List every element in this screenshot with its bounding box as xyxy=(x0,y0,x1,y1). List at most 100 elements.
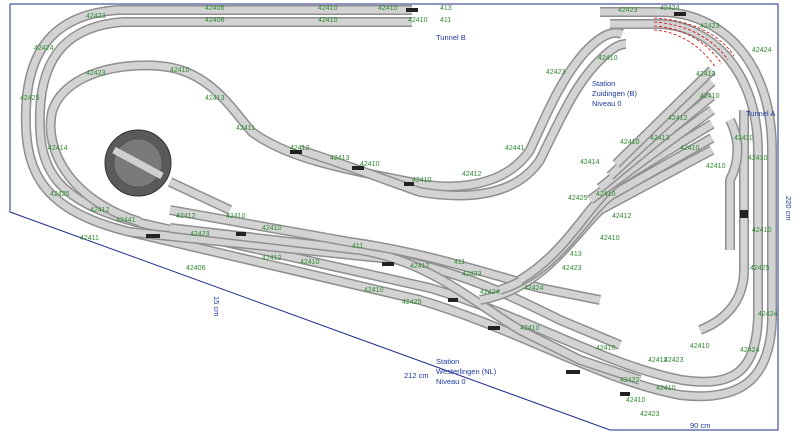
track-right-vertical xyxy=(698,110,749,335)
tunnel-a-arcs xyxy=(653,17,735,69)
piece-code: 411 xyxy=(352,243,363,250)
piece-code: 42410 xyxy=(170,67,190,74)
piece-code: 42410 xyxy=(318,17,338,24)
piece-code: 42413 xyxy=(650,135,670,142)
piece-code: 42424 xyxy=(660,5,680,12)
piece-code: 42410 xyxy=(596,345,616,352)
piece-code: 42410 xyxy=(600,235,620,242)
piece-code: 42425 xyxy=(568,195,588,202)
dimension-212: 212 cm xyxy=(404,371,429,380)
dimension-220: 220 cm xyxy=(784,196,793,221)
track-station-zuidingen xyxy=(479,66,716,305)
piece-code: 42410 xyxy=(262,225,282,232)
station-zuidingen-line1: Station xyxy=(592,79,615,88)
piece-code: 42425 xyxy=(402,299,422,306)
piece-code: 42423 xyxy=(190,231,210,238)
piece-code: 42410 xyxy=(752,227,772,234)
piece-code: 42410 xyxy=(364,287,384,294)
piece-code: 42410 xyxy=(598,55,618,62)
piece-code: 42406 xyxy=(186,265,206,272)
piece-code: 42411 xyxy=(648,357,667,364)
dimension-labels: 212 cm 15 cm 90 cm 220 cm xyxy=(212,196,793,430)
piece-code: 42423 xyxy=(664,357,684,364)
dimension-15: 15 cm xyxy=(212,296,221,316)
board-outline xyxy=(9,3,779,431)
piece-code: 42423 xyxy=(700,23,720,30)
station-zuidingen-line3: Niveau 0 xyxy=(592,99,622,108)
piece-code: 411 xyxy=(454,259,465,266)
tunnel-a-label: Tunnel A xyxy=(746,109,775,118)
piece-code: 42410 xyxy=(700,93,720,100)
piece-code: 42441 xyxy=(116,217,136,224)
piece-code: 411 xyxy=(440,17,451,24)
piece-code: 42406 xyxy=(205,17,225,24)
station-westerlingen-line1: Station xyxy=(436,357,459,366)
piece-code: 42423 xyxy=(86,13,106,20)
piece-code: 42441 xyxy=(505,145,525,152)
piece-code: 42410 xyxy=(690,343,710,350)
piece-code: 42410 xyxy=(620,139,640,146)
piece-code: 42412 xyxy=(612,213,632,220)
piece-code: 42410 xyxy=(734,135,754,142)
piece-code: 42423 xyxy=(462,271,482,278)
piece-code: 42410 xyxy=(226,213,246,220)
switch-markers xyxy=(146,8,748,396)
piece-code: 42410 xyxy=(748,155,768,162)
piece-code: 42412 xyxy=(290,145,310,152)
piece-code: 42423 xyxy=(562,265,582,272)
piece-code: 42412 xyxy=(176,213,196,220)
piece-code: 42412 xyxy=(462,171,482,178)
track-inner-loop xyxy=(45,27,627,227)
piece-code: 42423 xyxy=(618,7,638,14)
piece-code: 42412 xyxy=(90,207,110,214)
piece-code: 42413 xyxy=(205,95,225,102)
piece-code: 42424 xyxy=(758,311,778,318)
dimension-90: 90 cm xyxy=(690,421,710,430)
piece-code: 42410 xyxy=(656,385,676,392)
station-zuidingen-line2: Zuidingen (B) xyxy=(592,89,638,98)
piece-code: 42410 xyxy=(378,5,398,12)
piece-code: 413 xyxy=(570,251,582,258)
piece-code: 42410 xyxy=(706,163,726,170)
piece-code: 42410 xyxy=(360,161,380,168)
piece-code: 42410 xyxy=(300,259,320,266)
piece-code: 42411 xyxy=(80,235,99,242)
piece-code: 42410 xyxy=(412,177,432,184)
piece-code: 42412 xyxy=(668,115,688,122)
piece-code: 42410 xyxy=(626,397,646,404)
piece-code: 42423 xyxy=(86,70,106,77)
turntable xyxy=(104,129,233,215)
track-outer-loop-2 xyxy=(34,17,763,387)
piece-code: 42410 xyxy=(596,191,616,198)
piece-code: 42424 xyxy=(740,347,760,354)
piece-code: 42425 xyxy=(20,95,40,102)
piece-code: 42412 xyxy=(262,255,282,262)
piece-code: 42406 xyxy=(205,5,225,12)
piece-code: 42411 xyxy=(236,125,255,132)
station-westerlingen-line2: Westerlingen (NL) xyxy=(436,367,497,376)
piece-code: 42410 xyxy=(318,5,338,12)
piece-code: 42425 xyxy=(750,265,770,272)
piece-code-labels: 42406 42410 42410 42410 413 42406 42410 … xyxy=(20,5,778,418)
piece-code: 42413 xyxy=(330,155,350,162)
piece-code: 413 xyxy=(440,5,452,12)
piece-code: 42425 xyxy=(50,191,70,198)
piece-code: 42424 xyxy=(480,289,500,296)
piece-code: 42424 xyxy=(752,47,772,54)
piece-code: 42422 xyxy=(620,377,640,384)
piece-code: 42414 xyxy=(580,159,600,166)
piece-code: 42423 xyxy=(640,411,660,418)
piece-code: 42410 xyxy=(680,145,700,152)
piece-code: 42410 xyxy=(520,325,540,332)
piece-code: 42410 xyxy=(408,17,428,24)
piece-code: 42423 xyxy=(546,69,566,76)
station-westerlingen-line3: Niveau 0 xyxy=(436,377,466,386)
piece-code: 42412 xyxy=(410,263,430,270)
tunnel-b-label: Tunnel B xyxy=(436,33,466,42)
piece-code: 42413 xyxy=(696,71,716,78)
piece-code: 42424 xyxy=(524,285,544,292)
piece-code: 42414 xyxy=(48,145,68,152)
station-labels: Tunnel B Tunnel A Station Zuidingen (B) … xyxy=(436,33,775,386)
piece-code: 42424 xyxy=(34,45,54,52)
